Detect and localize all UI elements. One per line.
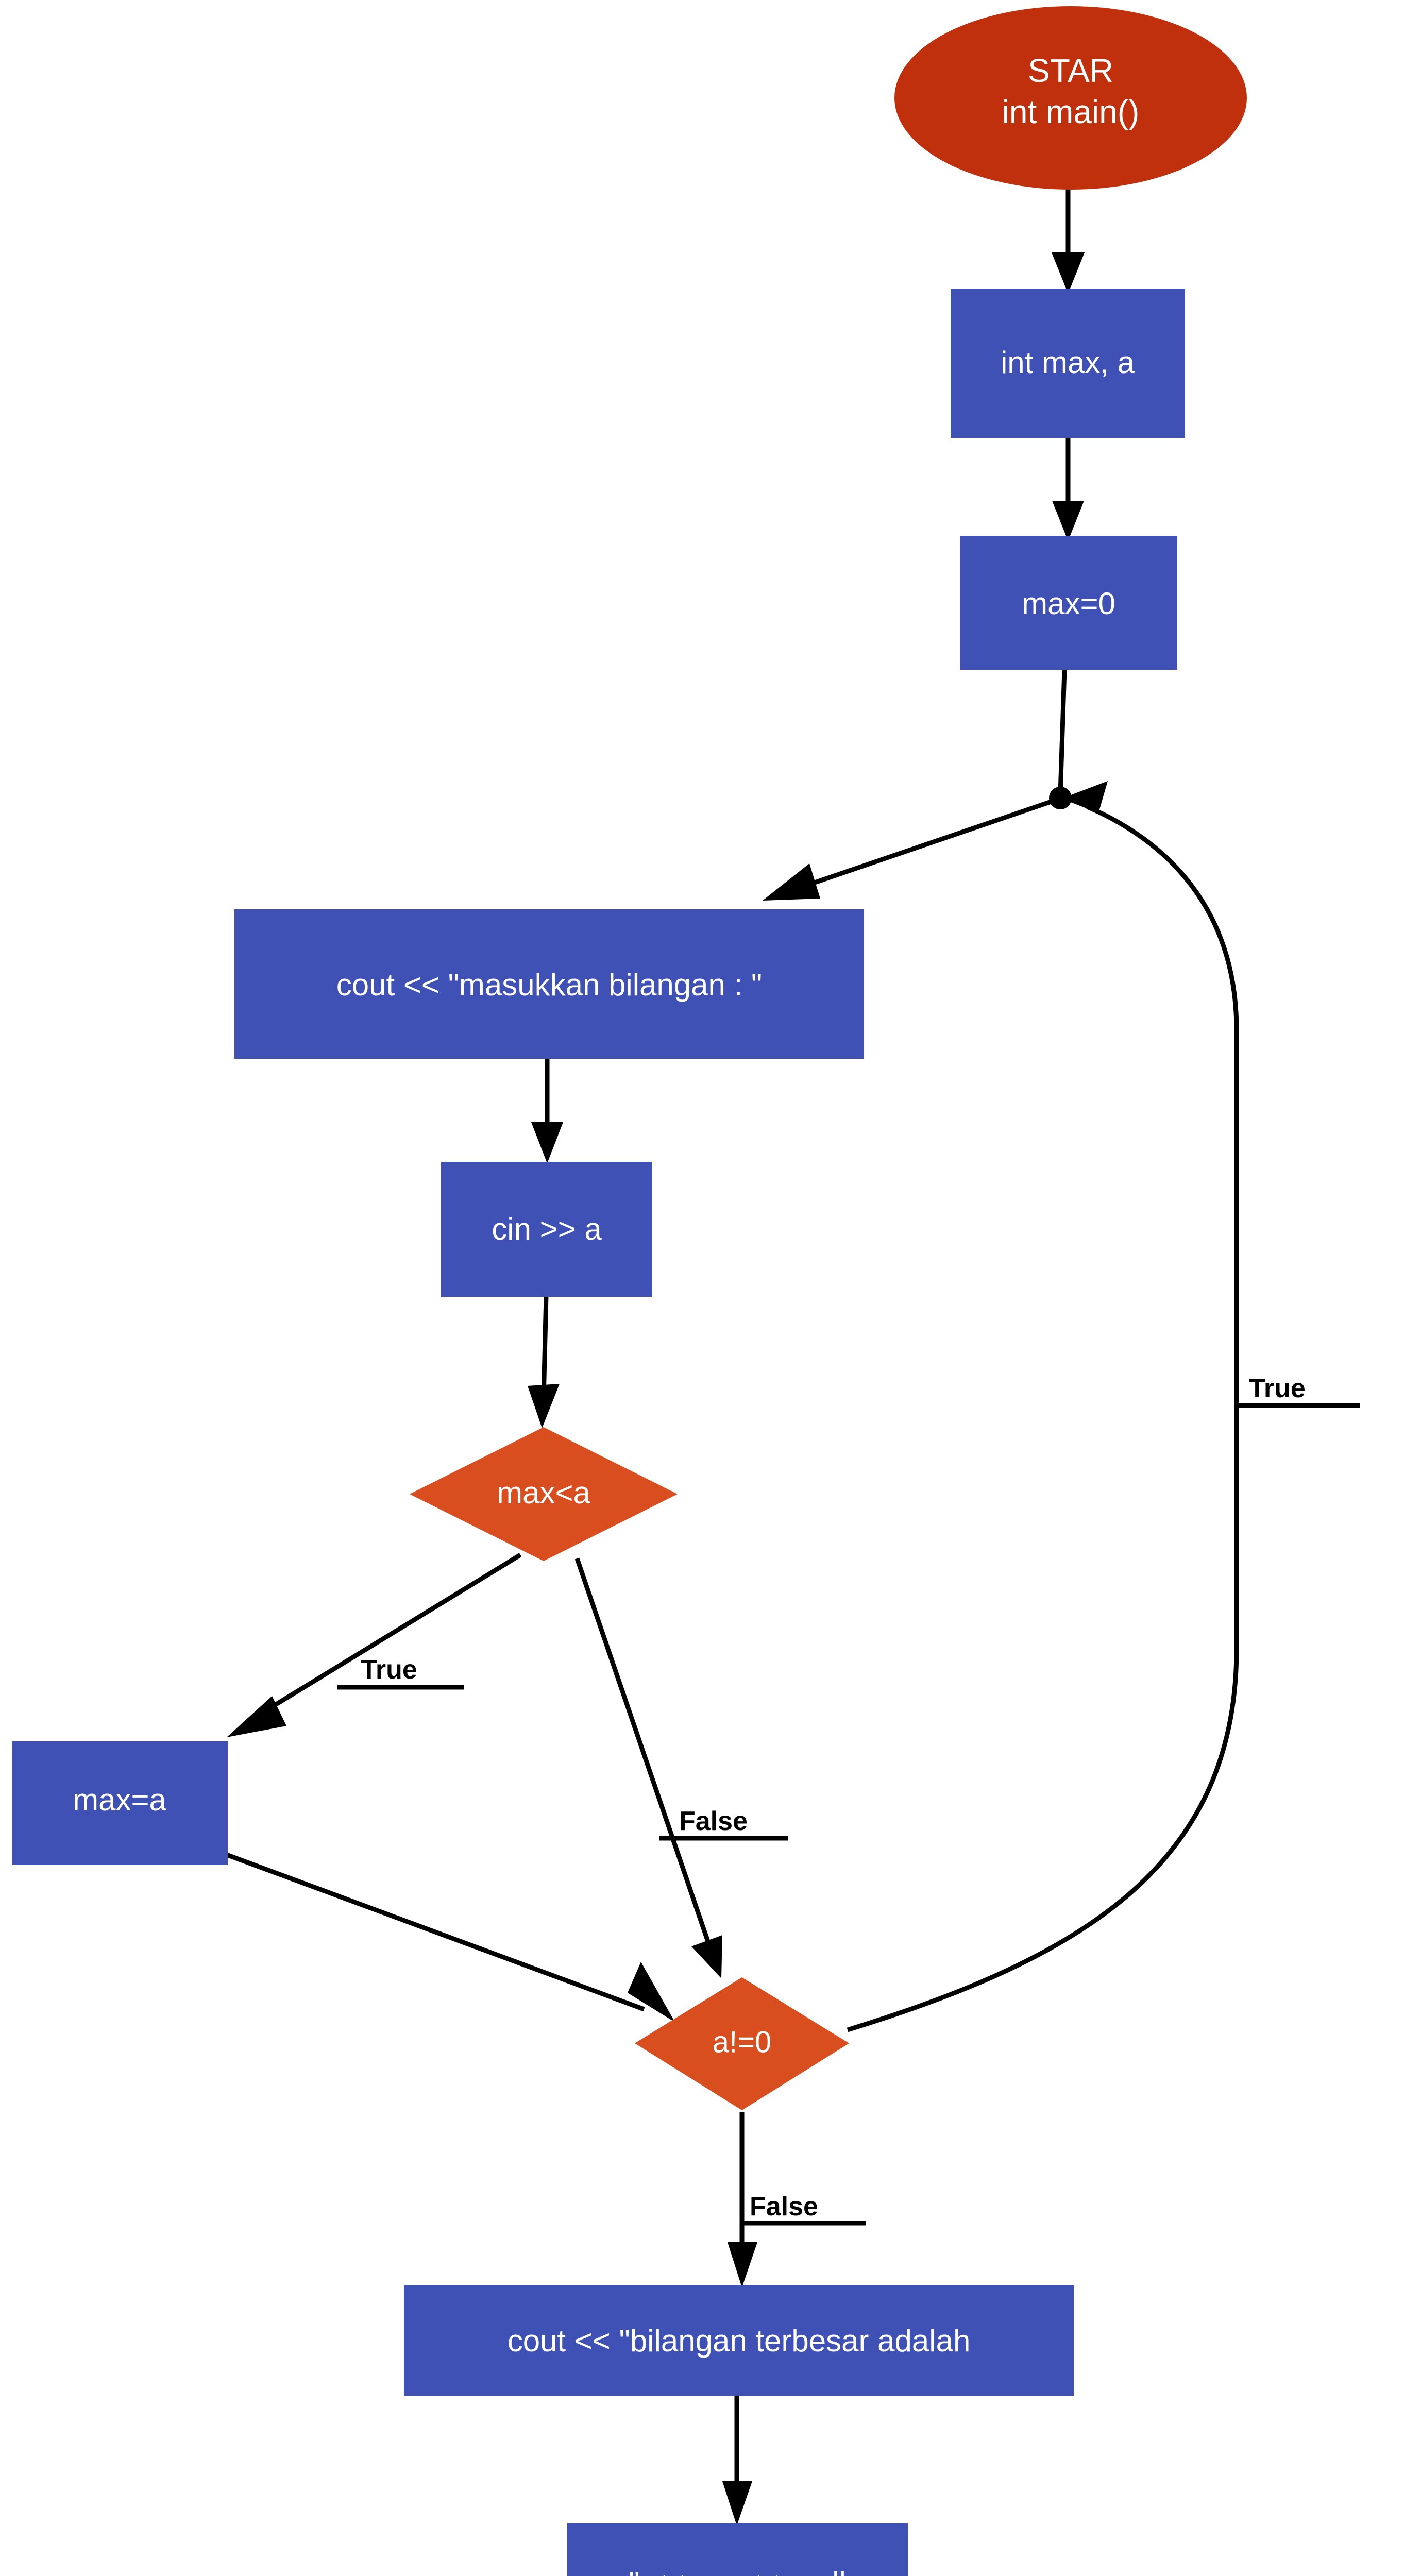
edge-cmpazero-to-printtext xyxy=(728,2112,866,2287)
edge-declare-to-initmax xyxy=(1052,438,1084,541)
cmp-a-zero-decision-shape[interactable] xyxy=(635,1977,849,2110)
arrowhead-icon xyxy=(691,1935,722,1978)
arrowhead-icon xyxy=(531,1122,563,1163)
arrowhead-icon xyxy=(1052,252,1085,294)
edge-junction-to-prompt xyxy=(763,799,1052,901)
edge-reada-to-cmpmaxa xyxy=(528,1295,560,1428)
read-a-label: cin >> a xyxy=(492,1212,602,1246)
arrowhead-icon xyxy=(528,1384,560,1428)
start-label-line2: int main() xyxy=(1002,93,1140,130)
start-terminal-shape[interactable] xyxy=(894,6,1247,190)
node-cmp-max-a[interactable]: max<a xyxy=(410,1427,678,1561)
assign-max-label: max=a xyxy=(73,1783,166,1817)
edge-line xyxy=(847,804,1239,2032)
edge-labels-layer: True False True False xyxy=(361,1374,1306,2222)
edge-line xyxy=(256,1553,522,1718)
arrowhead-icon xyxy=(1052,501,1084,541)
print-text-process-shape[interactable] xyxy=(404,2285,1074,2396)
node-assign-max[interactable]: max=a xyxy=(12,1741,228,1865)
edge-label-true-right: True xyxy=(1249,1374,1306,1403)
declare-process-shape[interactable] xyxy=(951,289,1185,438)
edge-label-false-middle: False xyxy=(679,1806,748,1836)
edge-label-true-left: True xyxy=(361,1655,417,1685)
edge-cmpmaxa-to-cmpazero xyxy=(574,1557,788,1978)
edge-line xyxy=(541,1295,549,1399)
edge-initmax-to-junction xyxy=(1058,669,1067,794)
arrowhead-icon xyxy=(227,1696,286,1737)
edge-printtext-to-printmax xyxy=(722,2396,752,2526)
arrowhead-icon xyxy=(728,2242,757,2287)
node-prompt[interactable]: cout << "masukkan bilangan : " xyxy=(234,909,864,1059)
node-cmp-a-zero[interactable]: a!=0 xyxy=(635,1977,849,2110)
arrowhead-icon xyxy=(722,2481,752,2526)
node-start[interactable]: STAR int main() xyxy=(894,6,1247,190)
node-print-text[interactable]: cout << "bilangan terbesar adalah xyxy=(404,2285,1074,2396)
edge-start-to-declare xyxy=(1052,185,1085,294)
arrowhead-icon xyxy=(628,1962,675,2022)
arrowhead-icon xyxy=(763,863,820,901)
print-max-process-shape[interactable] xyxy=(567,2523,908,2576)
node-print-max[interactable]: " <<max<< endl xyxy=(567,2523,908,2576)
arrowhead-icon xyxy=(1061,781,1108,813)
prompt-label: cout << "masukkan bilangan : " xyxy=(336,968,762,1002)
edge-line xyxy=(1058,669,1067,794)
edge-cmpmaxa-to-assignmax xyxy=(227,1553,522,1737)
node-init-max[interactable]: max=0 xyxy=(960,536,1177,670)
prompt-process-shape[interactable] xyxy=(234,909,864,1059)
edge-cmpazero-to-junction xyxy=(847,781,1360,2032)
cmp-a-zero-label: a!=0 xyxy=(713,2025,772,2059)
init-max-process-shape[interactable] xyxy=(960,536,1177,670)
edge-line xyxy=(800,799,1052,890)
declare-label: int max, a xyxy=(1001,345,1135,380)
init-max-label: max=0 xyxy=(1022,586,1115,621)
edge-line xyxy=(226,1852,645,2012)
edges-layer xyxy=(226,185,1360,2526)
node-declare[interactable]: int max, a xyxy=(951,289,1185,438)
edge-prompt-to-reada xyxy=(531,1059,563,1163)
print-text-label: cout << "bilangan terbesar adalah xyxy=(508,2324,971,2358)
read-a-process-shape[interactable] xyxy=(441,1162,652,1297)
start-label-line1: STAR xyxy=(1028,52,1113,89)
edge-assignmax-to-cmpazero xyxy=(226,1852,675,2022)
edge-label-false-bottom: False xyxy=(750,2192,818,2222)
print-max-label: " <<max<< endl xyxy=(629,2566,846,2576)
flow-junction-dot xyxy=(1049,787,1072,809)
cmp-max-a-decision-shape[interactable] xyxy=(410,1427,678,1561)
assign-max-process-shape[interactable] xyxy=(12,1741,228,1865)
edge-line xyxy=(574,1557,713,1948)
node-read-a[interactable]: cin >> a xyxy=(441,1162,652,1297)
cmp-max-a-label: max<a xyxy=(497,1476,590,1510)
